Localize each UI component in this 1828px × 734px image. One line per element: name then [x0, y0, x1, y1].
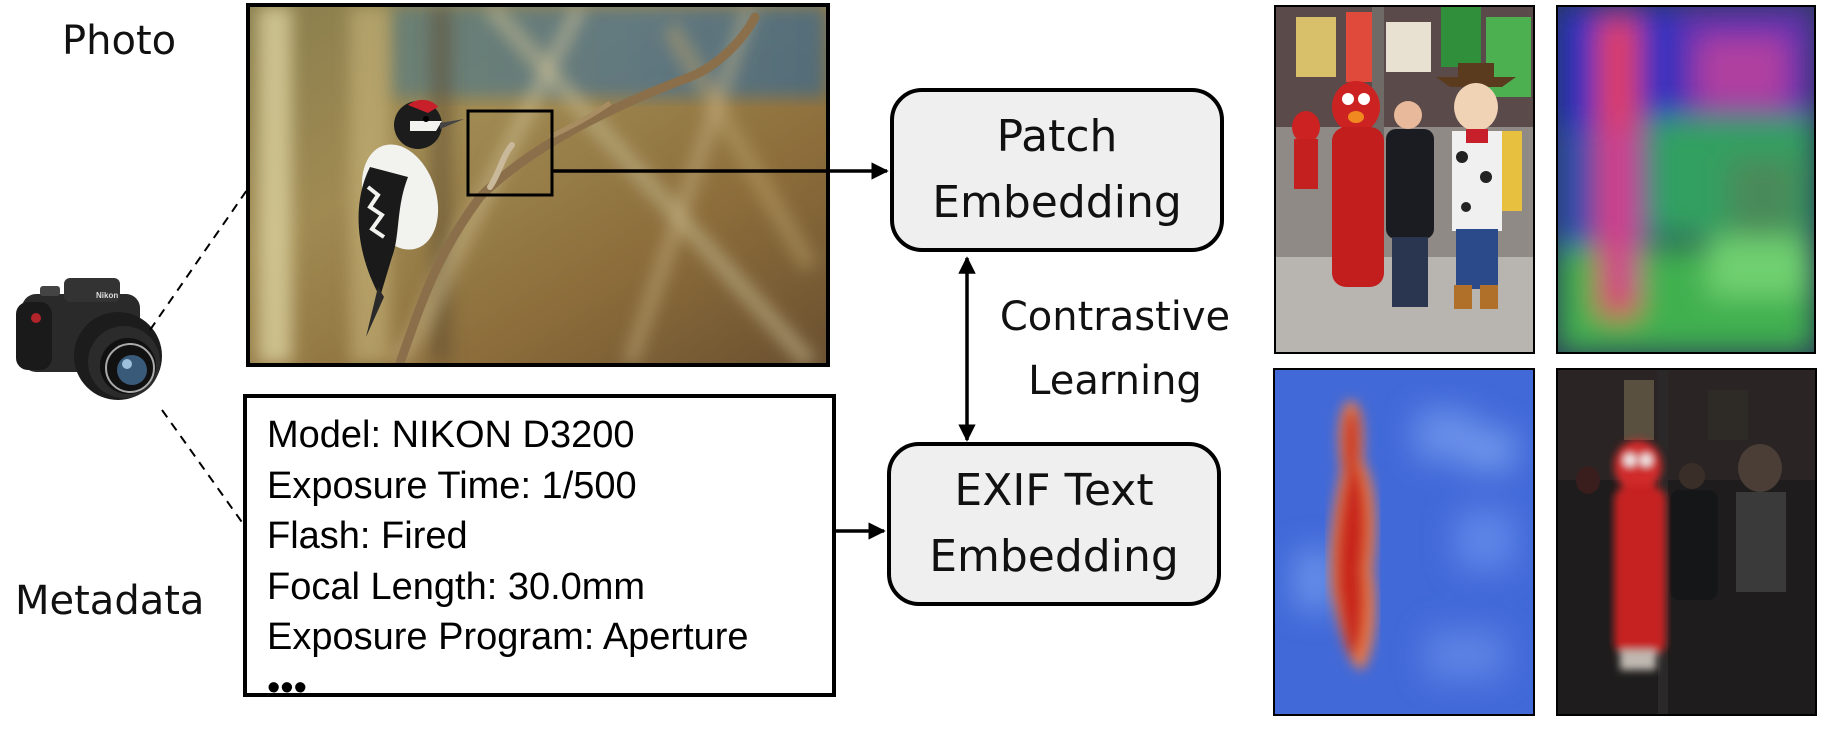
metadata-box: Model: NIKON D3200 Exposure Time: 1/500 …: [243, 394, 836, 709]
contrastive-learning-label: Contrastive Learning: [990, 285, 1240, 413]
bird-photo: [250, 7, 826, 363]
photo-frame: [246, 3, 830, 367]
masked-photo-panel: [1556, 368, 1817, 716]
patch-embedding-line1: Patch: [996, 111, 1118, 162]
exif-embedding-line1: EXIF Text: [954, 465, 1154, 516]
feature-map-panel: [1556, 5, 1816, 354]
camera-to-metadata-dashed-line: [161, 409, 245, 526]
patch-embedding-line2: Embedding: [932, 177, 1182, 228]
contrastive-line2: Learning: [1028, 358, 1202, 404]
metadata-line-model: Model: NIKON D3200: [267, 414, 635, 456]
patch-embedding-box: Patch Embedding: [890, 88, 1224, 252]
metadata-line-focal-length: Focal Length: 30.0mm: [267, 565, 646, 608]
feature-map: [1558, 7, 1814, 352]
heatmap-panel: [1273, 368, 1535, 716]
masked-photo: [1558, 370, 1815, 714]
camera-icon: Nikon: [16, 278, 162, 400]
exif-embedding-box: EXIF Text Embedding: [887, 442, 1221, 606]
metadata-ellipsis: •••: [267, 666, 307, 709]
metadata-line-exposure-program: Exposure Program: Aperture: [267, 616, 749, 658]
metadata-line-exposure-time: Exposure Time: 1/500: [267, 464, 637, 507]
metadata-line-flash: Flash: Fired: [267, 515, 468, 557]
contrastive-line1: Contrastive: [999, 294, 1231, 340]
photo-label: Photo: [62, 18, 177, 64]
street-photo: [1276, 7, 1533, 352]
exif-embedding-line2: Embedding: [929, 531, 1179, 582]
street-photo-panel: [1274, 5, 1535, 354]
camera-brand: Nikon: [96, 291, 118, 300]
metadata-label: Metadata: [15, 578, 205, 624]
heatmap: [1275, 370, 1533, 714]
